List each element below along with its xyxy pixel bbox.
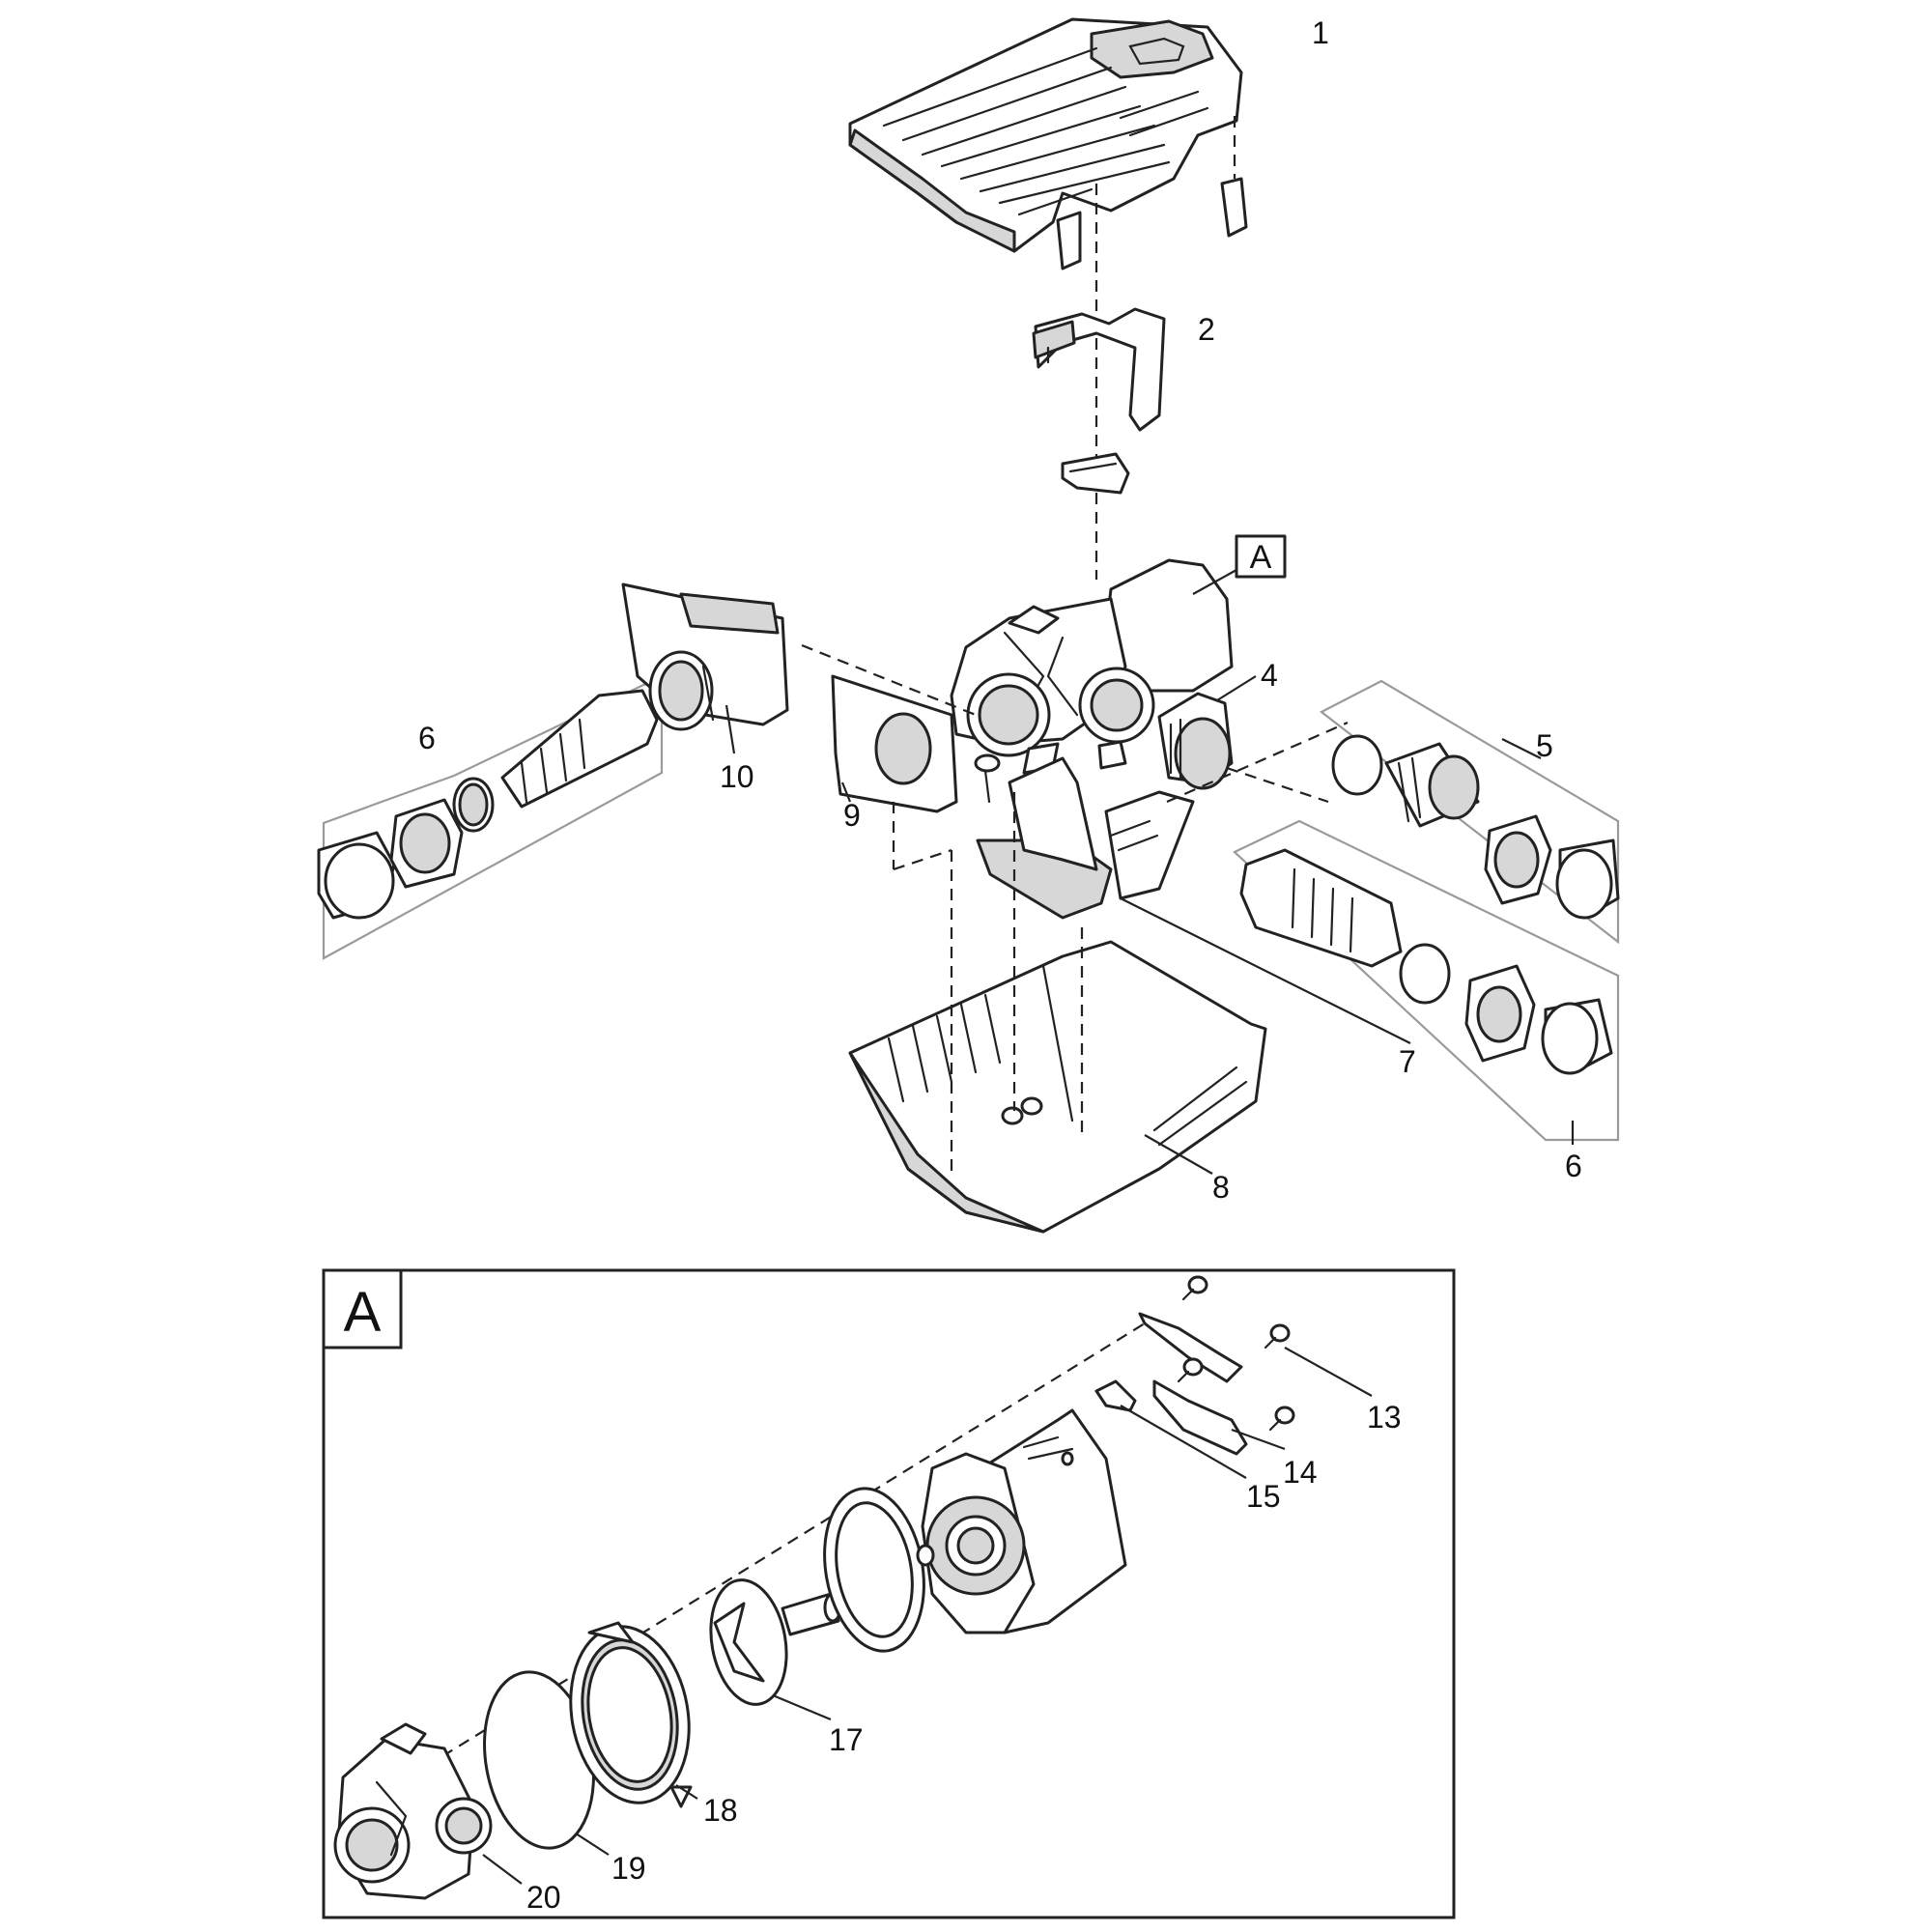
label-part-10: 10 (720, 759, 754, 794)
detail-a-callout-label: A (1250, 539, 1272, 576)
part-18-ring (569, 1621, 698, 1808)
detail-a-box: A (322, 1268, 1456, 1919)
label-part-7: 7 (1399, 1044, 1416, 1079)
motor-unit (916, 1408, 1127, 1634)
label-part-6-right: 6 (1565, 1149, 1582, 1183)
part-10-panel (621, 582, 789, 754)
kit-6-right (1233, 819, 1620, 1145)
label-part-18: 18 (703, 1793, 738, 1828)
pump-unit (950, 558, 1234, 775)
kit-6-left (317, 674, 664, 960)
part-1-cover (848, 17, 1248, 580)
label-part-14: 14 (1283, 1455, 1318, 1490)
clip-part (1061, 452, 1130, 495)
label-part-15: 15 (1246, 1479, 1281, 1514)
part-20-pump-head (333, 1722, 523, 1900)
label-part-1: 1 (1312, 15, 1329, 50)
label-part-19: 19 (611, 1851, 646, 1886)
detail-a-frame (322, 1268, 1456, 1919)
label-part-5: 5 (1536, 728, 1553, 763)
label-part-13: 13 (1367, 1400, 1402, 1435)
part-2-bracket (1032, 307, 1166, 432)
part-9-plate (801, 643, 977, 871)
screw-small (974, 753, 1001, 804)
kit-5-right (1319, 679, 1620, 945)
gasket-ring-inner (835, 1501, 914, 1638)
label-part-6-left: 6 (418, 721, 436, 755)
detail-a-callout-box (1235, 534, 1287, 579)
detail-a-title-box (322, 1268, 403, 1350)
part-19-leader (575, 1833, 610, 1856)
part-14-strap (1138, 1312, 1286, 1456)
part-15-bracket (1094, 1379, 1247, 1479)
part-8-base (848, 792, 1267, 1234)
label-part-2: 2 (1198, 312, 1215, 347)
part-13-screws (1177, 1275, 1373, 1432)
part-4-connector (1157, 675, 1329, 804)
part-7-mount (976, 721, 1411, 1044)
label-part-20: 20 (526, 1880, 561, 1915)
label-part-4: 4 (1261, 658, 1278, 693)
label-part-8: 8 (1212, 1170, 1230, 1205)
detail-a-callout: A (1192, 534, 1287, 595)
detail-a-title: A (344, 1281, 382, 1344)
part-17-impeller (709, 1578, 842, 1721)
label-part-17: 17 (829, 1722, 864, 1757)
label-part-9: 9 (843, 798, 861, 833)
